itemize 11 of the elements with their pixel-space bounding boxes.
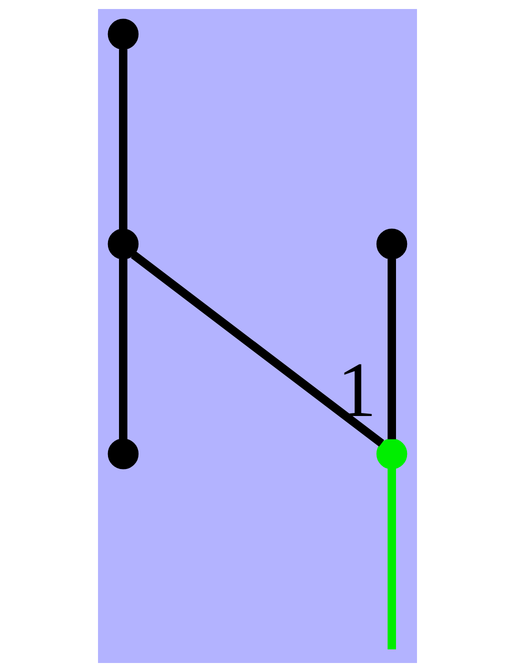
node-circle xyxy=(376,228,407,260)
node-circle xyxy=(107,228,138,260)
connector xyxy=(387,468,396,650)
node-circle xyxy=(107,18,138,50)
node-label: 1 xyxy=(336,346,376,433)
connector xyxy=(387,259,396,440)
connector xyxy=(130,251,384,447)
connector xyxy=(118,259,127,440)
node-circle xyxy=(376,438,407,470)
connector xyxy=(118,49,127,230)
node-circle xyxy=(107,438,138,470)
